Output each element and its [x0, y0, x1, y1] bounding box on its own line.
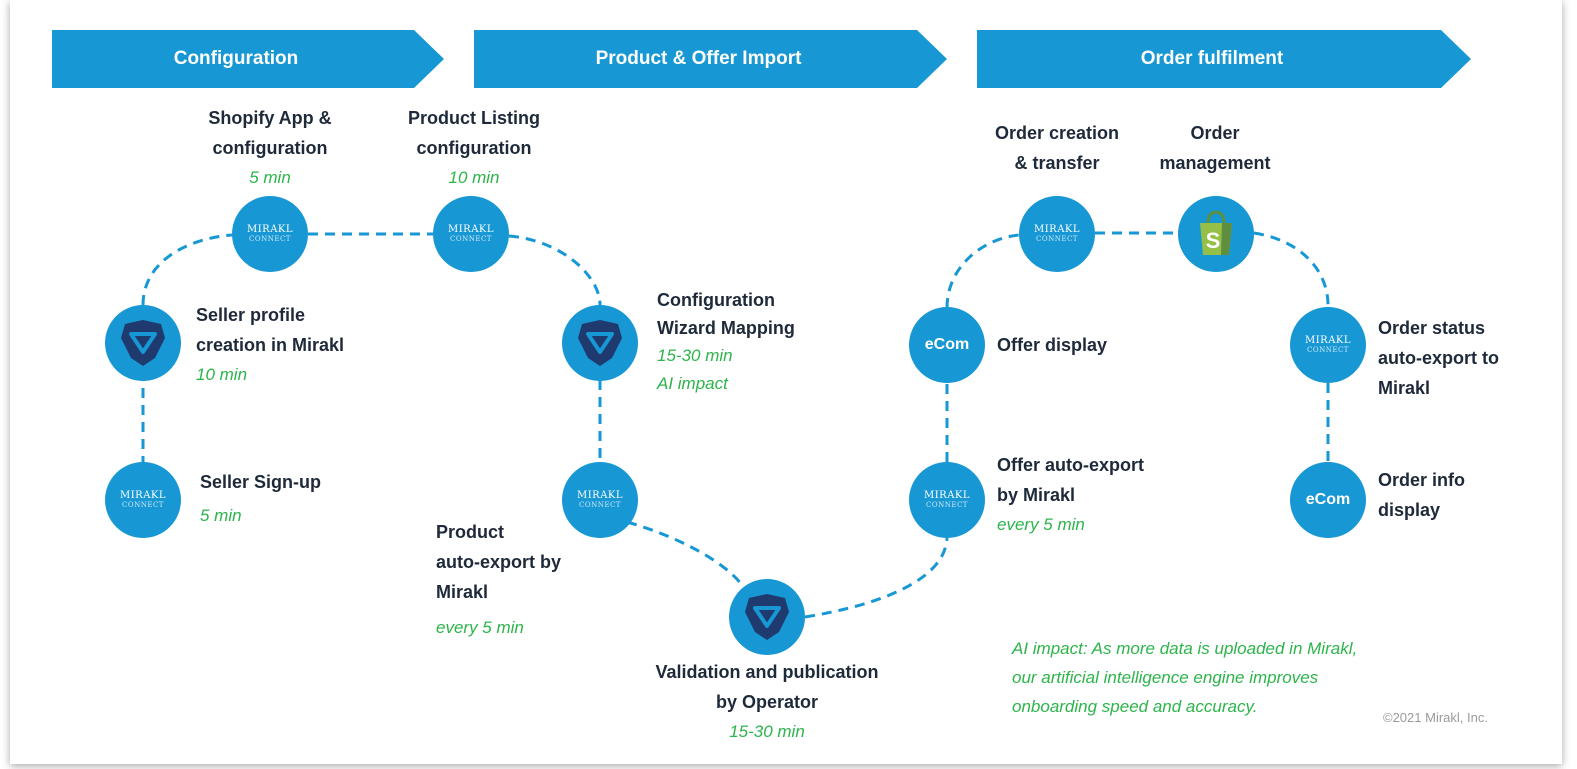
label-line: Offer display: [997, 335, 1108, 355]
mirakl-connect-icon: MIRAKL: [447, 224, 495, 235]
phase-configuration-arrow: Configuration: [52, 30, 444, 88]
label-line: auto-export by: [436, 552, 562, 572]
seller-signup-node: MIRAKL CONNECT: [105, 462, 181, 538]
label-line: by Mirakl: [997, 485, 1076, 505]
mirakl-connect-icon: MIRAKL: [119, 490, 167, 501]
ai-impact-tag: AI impact: [657, 374, 728, 393]
ecom-icon: eCom: [1305, 491, 1351, 508]
product-listing-config-label: Product Listing configuration 10 min: [384, 103, 564, 193]
label-line: configuration: [212, 138, 328, 158]
product-auto-export-label: Product auto-export by Mirakl every 5 mi…: [436, 517, 561, 643]
mirakl-connect-icon: MIRAKL: [576, 490, 624, 501]
path-profile-to-shopify: [141, 233, 233, 306]
label-line: Seller profile: [196, 305, 306, 325]
mirakl-connect-sub: CONNECT: [1307, 346, 1349, 354]
mirakl-connect-sub: CONNECT: [1036, 235, 1078, 243]
offer-auto-export-label: Offer auto-export by Mirakl every 5 min: [997, 450, 1144, 540]
phase-product-offer-import-arrow: Product & Offer Import: [474, 30, 947, 88]
offer-display-node: eCom: [909, 307, 985, 383]
mirakl-shield-icon: [745, 594, 789, 640]
mirakl-connect-icon: MIRAKL: [1304, 335, 1352, 346]
seller-profile-node: [105, 305, 181, 381]
duration: 15-30 min: [729, 722, 805, 741]
order-creation-node: MIRAKL CONNECT: [1019, 196, 1095, 272]
phase-label: Configuration: [173, 48, 299, 69]
label-line: Order info: [1378, 470, 1466, 490]
order-creation-label: Order creation & transfer: [972, 118, 1142, 178]
label-line: management: [1159, 153, 1271, 173]
duration: 5 min: [249, 168, 291, 187]
order-status-label: Order status auto-export to Mirakl: [1378, 313, 1499, 403]
duration: 5 min: [200, 506, 242, 525]
label-line: Configuration: [657, 290, 775, 310]
duration: 10 min: [196, 365, 248, 384]
label-line: Wizard Mapping: [657, 318, 795, 338]
label-line: display: [1378, 500, 1441, 520]
label-line: Product Listing: [408, 108, 540, 128]
mirakl-shield-icon: [578, 320, 622, 366]
phase-label: Product & Offer Import: [595, 48, 802, 69]
mirakl-connect-sub: CONNECT: [926, 501, 968, 509]
shopify-bag-icon: S: [1200, 211, 1232, 255]
duration: 15-30 min: [657, 346, 733, 365]
order-management-label: Order management: [1140, 118, 1290, 178]
path-validation-to-offer-export: [804, 537, 949, 619]
label-line: creation in Mirakl: [196, 335, 345, 355]
duration: every 5 min: [436, 618, 524, 637]
mirakl-connect-icon: MIRAKL: [1033, 224, 1081, 235]
order-info-node: eCom: [1290, 462, 1366, 538]
shopify-app-config-label: Shopify App & configuration 5 min: [180, 103, 360, 193]
product-listing-config-node: MIRAKL CONNECT: [433, 196, 509, 272]
label-line: Order: [1190, 123, 1240, 143]
mirakl-connect-sub: CONNECT: [249, 235, 291, 243]
shopify-app-config-node: MIRAKL CONNECT: [232, 196, 308, 272]
label-line: Order status: [1378, 318, 1486, 338]
path-offer-display-to-order-creation: [945, 233, 1020, 309]
mirakl-connect-icon: MIRAKL: [923, 490, 971, 501]
label-line: Shopify App &: [208, 108, 332, 128]
label-line: Product: [436, 522, 505, 542]
duration: 10 min: [448, 168, 500, 187]
path-export-to-validation: [626, 520, 747, 591]
phase-order-fulfilment-arrow: Order fulfilment: [977, 30, 1471, 88]
seller-signup-label: Seller Sign-up 5 min: [200, 465, 321, 533]
label-line: Validation and publication: [655, 662, 879, 682]
mirakl-connect-sub: CONNECT: [450, 235, 492, 243]
phase-label: Order fulfilment: [1140, 48, 1284, 69]
label-line: by Operator: [715, 692, 819, 712]
label-line: Order creation: [994, 123, 1120, 143]
validation-label: Validation and publication by Operator 1…: [622, 657, 912, 747]
ai-impact-note: AI impact: As more data is uploaded in M…: [1012, 639, 1358, 716]
copyright: ©2021 Mirakl, Inc.: [1383, 710, 1488, 725]
label-line: Seller Sign-up: [200, 472, 322, 492]
order-info-label: Order info display: [1378, 465, 1465, 525]
label-line: auto-export to: [1378, 348, 1499, 368]
mirakl-shield-icon: [121, 320, 165, 366]
offer-display-label: Offer display: [997, 330, 1107, 360]
config-wizard-label: Configuration Wizard Mapping 15-30 min A…: [657, 286, 795, 398]
label-line: Mirakl: [1378, 378, 1431, 398]
label-line: configuration: [416, 138, 532, 158]
label-line: Mirakl: [436, 582, 489, 602]
label-line: Offer auto-export: [997, 455, 1145, 475]
validation-node: [729, 579, 805, 655]
mirakl-connect-icon: MIRAKL: [246, 224, 294, 235]
label-line: & transfer: [1014, 153, 1100, 173]
mirakl-connect-sub: CONNECT: [579, 501, 621, 509]
product-auto-export-node: MIRAKL CONNECT: [562, 462, 638, 538]
path-listing-to-wizard: [508, 234, 602, 306]
order-management-node: S: [1178, 196, 1254, 272]
order-status-node: MIRAKL CONNECT: [1290, 307, 1366, 383]
path-management-to-status: [1253, 231, 1330, 306]
seller-profile-label: Seller profile creation in Mirakl 10 min: [196, 300, 344, 390]
config-wizard-node: [562, 305, 638, 381]
ecom-icon: eCom: [924, 336, 970, 353]
svg-text:S: S: [1206, 228, 1221, 253]
duration: every 5 min: [997, 515, 1085, 534]
offer-auto-export-node: MIRAKL CONNECT: [909, 462, 985, 538]
mirakl-connect-sub: CONNECT: [122, 501, 164, 509]
